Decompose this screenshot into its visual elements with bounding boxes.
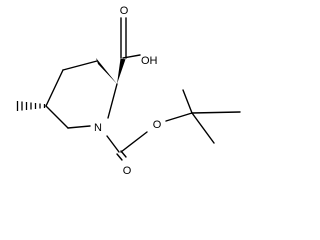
carboxylic-acid-group	[120, 17, 141, 59]
bond-n1-c2	[107, 83, 118, 119]
bond-n1-carbonyl	[106, 135, 120, 153]
pyrrolidine-ring	[45, 60, 118, 129]
bond-c4-c5	[45, 105, 69, 129]
bond-c5-n1	[67, 125, 91, 129]
structure-diagram: O OH N O O	[16, 5, 241, 177]
hashed-bond-c4-methyl	[16, 101, 46, 111]
hydroxyl-label: OH	[141, 55, 158, 67]
bond-ester-o-tbu	[165, 112, 193, 122]
bond-carbonyl-ester-o	[120, 131, 148, 153]
boc-group	[106, 89, 241, 161]
tbu-methyl-bottom	[191, 112, 215, 144]
tbu-methyl-right	[191, 111, 241, 114]
carboxyl-single-bond	[122, 54, 141, 59]
carboxyl-oxygen-label: O	[120, 5, 129, 17]
ester-oxygen-label: O	[153, 119, 162, 131]
wedge-bond-c2-c3	[96, 58, 117, 84]
ring-nitrogen-label: N	[94, 122, 102, 134]
carbonyl-double-bond-a	[116, 153, 123, 161]
wedge-bond-c2-carboxyl	[117, 58, 126, 84]
bond-c3-c4	[45, 69, 64, 107]
bond-c2-c3	[62, 60, 98, 71]
carbonyl-oxygen-label: O	[123, 165, 132, 177]
tbu-methyl-top	[182, 89, 193, 114]
